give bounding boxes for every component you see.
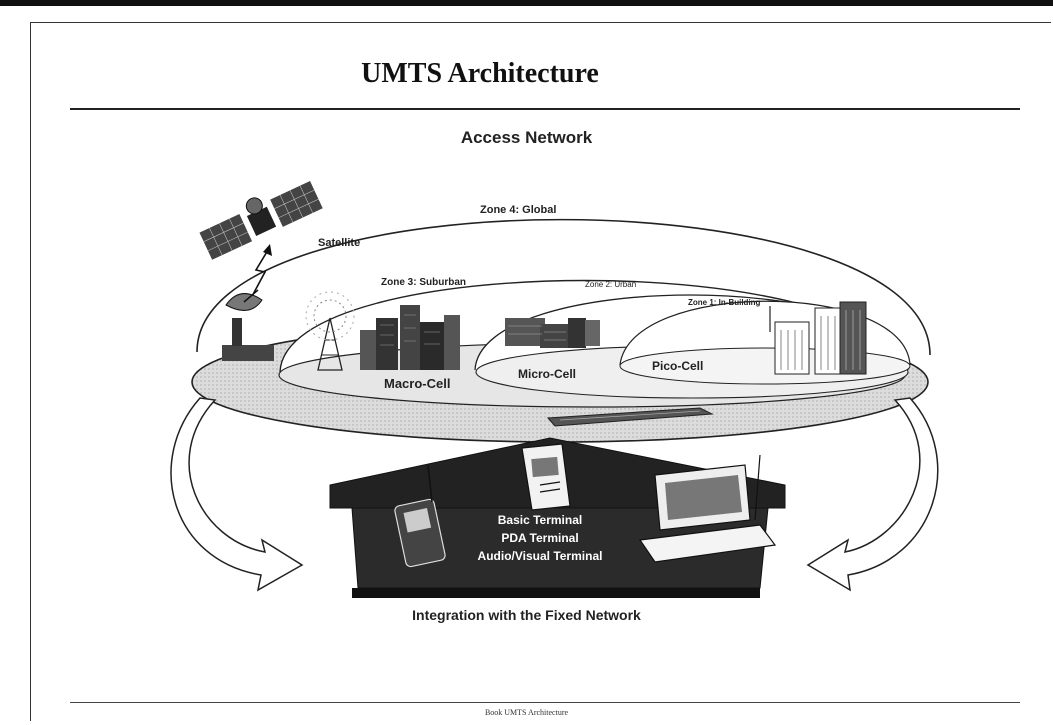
satellite-label: Satellite [318,237,360,249]
ground-station-dish-icon [222,289,274,361]
basic-terminal-label: Basic Terminal [498,513,582,527]
zone-1-label: Zone 1: In-Building [688,298,761,307]
slide-title: UMTS Architecture [361,58,599,89]
basic-terminal-phone-icon [521,443,571,511]
train-icon [546,407,714,427]
macro-cell-label: Macro-Cell [384,376,450,391]
audio-visual-terminal-laptop-icon [638,454,777,563]
footer-rule [70,702,1020,703]
right-curved-arrow [806,397,939,592]
title-rule [70,108,1020,110]
pda-terminal-label: PDA Terminal [501,531,578,545]
suburban-buildings-icon [360,305,460,370]
left-curved-arrow [170,397,304,592]
inbuilding-skyscrapers-icon [774,301,867,375]
footer-text: Book UMTS Architecture [484,708,569,717]
satellite-icon [199,181,323,260]
zone-2-label: Zone 2: Urban [585,280,636,289]
urban-buildings-icon [505,318,600,348]
audio-visual-terminal-label: Audio/Visual Terminal [478,549,603,563]
fixed-network-caption: Integration with the Fixed Network [412,607,641,623]
zone-4-label: Zone 4: Global [480,204,556,216]
slide-frame [30,22,1051,721]
pda-terminal-icon [394,464,446,568]
pico-cell-label: Pico-Cell [652,359,703,373]
macro-cell-tower-icon [305,291,355,371]
zone-3-label: Zone 3: Suburban [381,277,466,288]
top-border-bar [0,0,1053,6]
access-network-heading: Access Network [460,128,593,147]
micro-cell-label: Micro-Cell [518,367,576,381]
